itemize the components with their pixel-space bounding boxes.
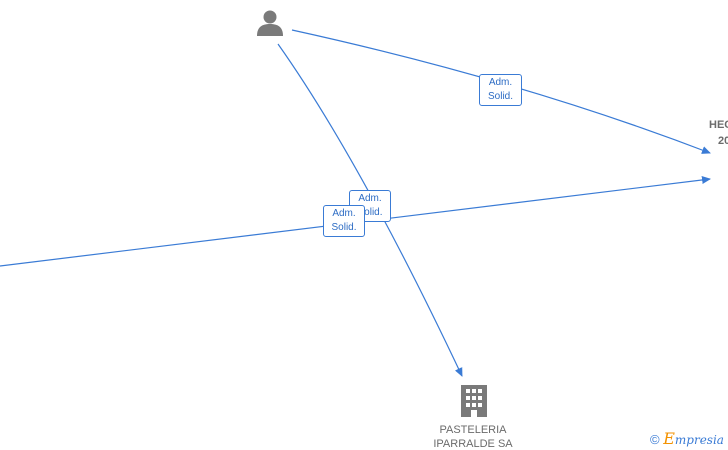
edge-label-top[interactable]: Adm. Solid.	[479, 74, 522, 106]
company-name-line2: IPARRALDE SA	[433, 438, 513, 450]
person-icon	[257, 10, 283, 36]
edge-label-role: Adm.	[358, 193, 382, 204]
company-node[interactable]	[459, 383, 489, 419]
empresia-watermark: © Empresia	[650, 429, 724, 448]
right-node-name-line2: 20	[718, 135, 728, 147]
person-node[interactable]	[255, 7, 285, 37]
edge-label-middle-front[interactable]: Adm. Solid.	[323, 205, 365, 237]
edge-label-type: Solid.	[357, 207, 383, 218]
brand-name: mpresia	[674, 433, 724, 447]
edge-label-role: Adm.	[488, 77, 513, 88]
edge-person-to-company	[277, 43, 463, 377]
right-node-name-line1: HEC	[709, 119, 728, 131]
edge-label-role: Adm.	[332, 208, 356, 219]
company-node-label: PASTELERIA IPARRALDE SA	[420, 423, 526, 450]
edge-label-type: Solid.	[331, 222, 357, 233]
company-name-line1: PASTELERIA	[439, 424, 507, 436]
brand-initial: E	[663, 429, 675, 448]
copyright-icon: ©	[650, 432, 660, 447]
building-icon	[461, 385, 487, 417]
edge-label-type: Solid.	[487, 91, 513, 102]
right-node-label[interactable]: HEC 20	[709, 117, 728, 149]
